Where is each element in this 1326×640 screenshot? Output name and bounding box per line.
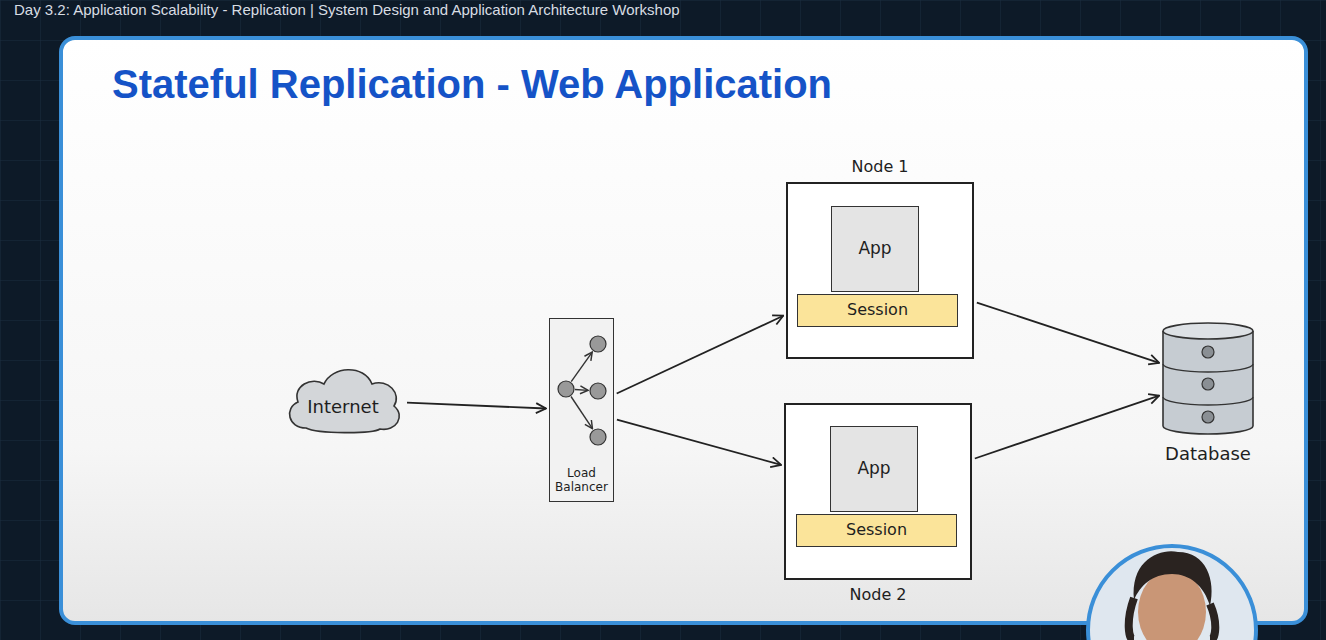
presenter-avatar <box>1088 546 1256 640</box>
app-box: App <box>830 426 918 512</box>
connector-arrow <box>617 316 784 394</box>
slide-title: Stateful Replication - Web Application <box>112 62 832 107</box>
node-label: Session <box>847 301 908 319</box>
node-label: Database <box>1142 444 1274 465</box>
connector-arrow <box>975 396 1159 459</box>
server-node-box: Node 2AppSession <box>784 403 972 580</box>
database-cylinder: Database <box>1162 322 1254 436</box>
node-label: App <box>857 459 890 479</box>
database-icon <box>1162 322 1254 436</box>
node-label: App <box>858 239 891 259</box>
app-box: App <box>831 206 919 292</box>
session-box: Session <box>796 514 957 547</box>
load-balancer-box: Load Balancer <box>549 318 614 502</box>
node-label: Session <box>846 521 907 539</box>
internet-cloud: Internet <box>282 364 404 436</box>
server-node-box: Node 1AppSession <box>786 182 974 359</box>
slide-panel <box>61 38 1306 623</box>
session-box: Session <box>797 294 958 327</box>
connector-arrow <box>977 303 1159 363</box>
connector-arrow <box>617 420 781 465</box>
video-title: Day 3.2: Application Scalability - Repli… <box>14 1 680 18</box>
node-label: Node 1 <box>788 158 972 176</box>
connector-arrow <box>407 403 546 409</box>
node-label: Internet <box>307 397 378 418</box>
node-label: Node 2 <box>766 586 990 604</box>
node-label: Load Balancer <box>550 467 613 495</box>
